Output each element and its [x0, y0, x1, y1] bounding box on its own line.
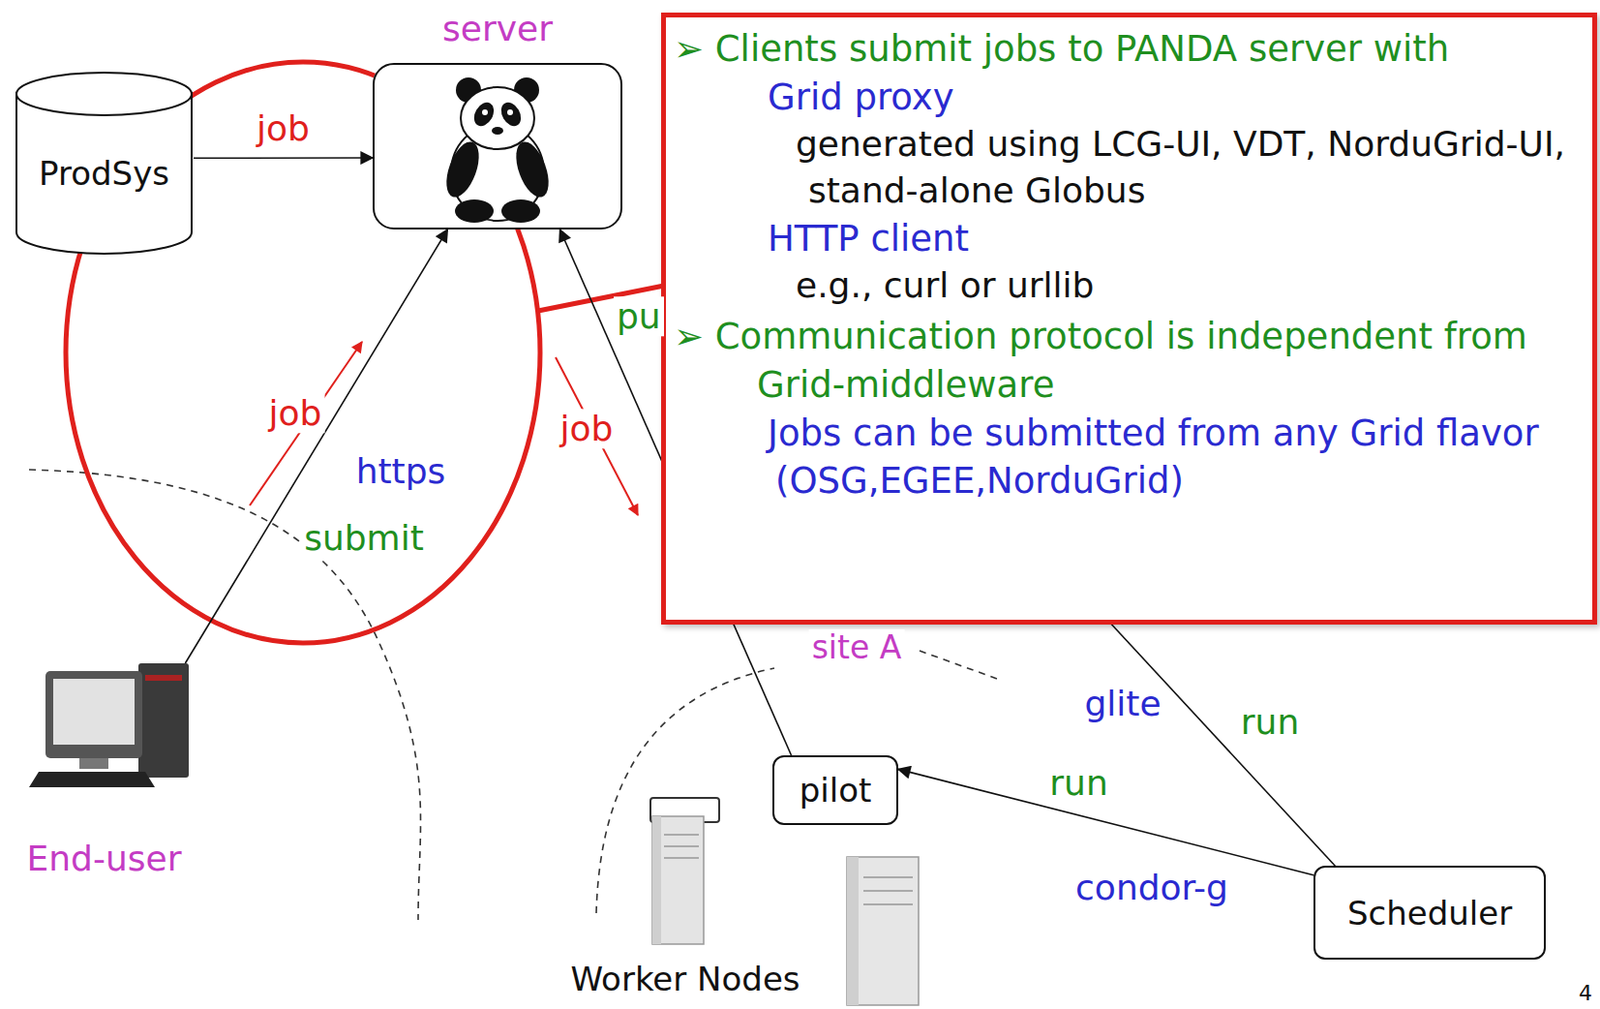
computer-icon [53, 678, 135, 745]
edge-label: job [253, 108, 313, 149]
glite-line [1107, 619, 1337, 868]
worker-node-server [863, 889, 913, 892]
node-label: End-user [0, 838, 209, 878]
panda-logo [491, 126, 504, 135]
worker-node-server [846, 856, 919, 1005]
callout-text: ➢ Clients submit jobs to PANDA server wi… [673, 25, 1583, 74]
node-label: ProdSys [38, 153, 170, 193]
server-box: server [372, 62, 623, 230]
panda-logo [440, 137, 486, 202]
middleware-label: condor-g [1072, 867, 1232, 907]
panda-logo [482, 109, 488, 116]
action-label: run [1237, 701, 1302, 742]
computer-icon [145, 674, 182, 681]
callout-text: Jobs can be submitted from any Grid flav… [767, 409, 1583, 506]
computer-icon [79, 757, 109, 769]
panda-logo [460, 87, 535, 150]
worker-node-server [664, 856, 699, 859]
callout-text: ➢ Communication protocol is independent … [673, 312, 1583, 409]
panda-logo [507, 109, 514, 116]
action-label: submit [301, 517, 427, 558]
edge-label: run [1046, 762, 1111, 803]
worker-node-server [664, 845, 699, 847]
cylinder-outline [16, 92, 192, 254]
flow-label: job [266, 392, 326, 433]
panda-logo [440, 77, 556, 223]
flow-label: job [557, 408, 617, 449]
worker-node-server [664, 833, 699, 836]
panda-logo [470, 98, 499, 130]
group-label: Worker Nodes [567, 960, 803, 998]
callout-box: ➢ Clients submit jobs to PANDA server wi… [661, 12, 1598, 625]
job-flow-arrow [555, 357, 638, 515]
pilot-box: pilot [772, 754, 899, 825]
site-boundary [919, 650, 1000, 680]
protocol-label: https [353, 451, 450, 491]
cylinder-outline [16, 72, 192, 116]
callout-text: generated using LCG-UI, VDT, NorduGrid-U… [795, 120, 1583, 214]
site-label: site A [809, 629, 906, 666]
computer-icon [138, 663, 189, 778]
action-label: pu [613, 296, 665, 336]
server-ground [372, 62, 623, 230]
callout-text: Grid proxy [767, 73, 1583, 122]
worker-node-server [863, 903, 913, 906]
middleware-label: glite [1081, 683, 1164, 724]
worker-node-server [846, 856, 859, 1005]
page-number: 4 [1575, 980, 1596, 1005]
database-cylinder: ProdSys [14, 71, 194, 256]
callout-text: e.g., curl or urllib [795, 262, 1583, 309]
panda-logo [510, 137, 556, 202]
callout-text: HTTP client [767, 214, 1583, 264]
panda-logo [501, 199, 541, 223]
computer-icon [9, 663, 199, 794]
panda-logo [497, 98, 526, 130]
connector-arrow [193, 156, 373, 159]
worker-node-server [652, 815, 662, 944]
scheduler-box: Scheduler [1313, 865, 1546, 960]
worker-node-server [652, 815, 704, 944]
computer-icon [45, 670, 143, 758]
connector-arrow [184, 229, 448, 664]
node-label: Scheduler [1347, 893, 1512, 933]
job-flow-arrow [249, 341, 638, 515]
node-label: pilot [799, 770, 873, 810]
worker-node-server [863, 875, 913, 878]
job-flow-arrow [249, 341, 363, 506]
node-label: server [335, 8, 660, 49]
computer-icon [29, 771, 155, 787]
end-user-computer: End-user [9, 663, 199, 878]
panda-logo [454, 199, 494, 223]
